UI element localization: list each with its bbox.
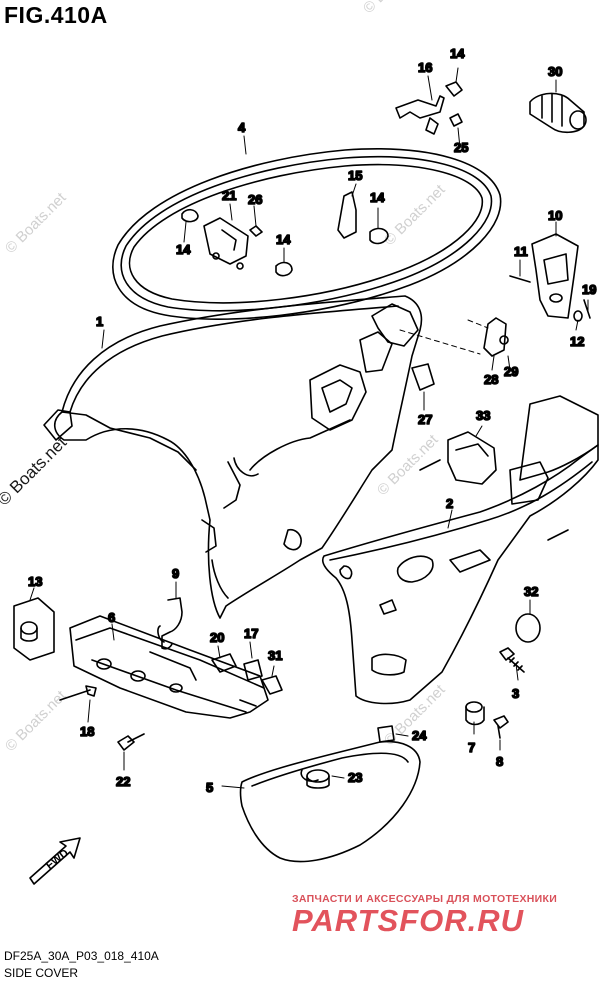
callout-29: 29 bbox=[504, 364, 518, 379]
callout-9: 9 bbox=[172, 566, 179, 581]
clip-part bbox=[411, 363, 435, 391]
bolt-part bbox=[499, 647, 525, 673]
pin-part bbox=[59, 685, 97, 701]
callout-30: 30 bbox=[548, 64, 562, 79]
callout-27: 27 bbox=[418, 412, 432, 427]
callout-32: 32 bbox=[524, 584, 538, 599]
callout-28: 28 bbox=[484, 372, 498, 387]
shop-logo: PARTSFOR.RU bbox=[292, 903, 525, 938]
clip-small-part bbox=[377, 725, 395, 743]
callout-15: 15 bbox=[348, 168, 362, 183]
callout-8: 8 bbox=[496, 754, 503, 769]
callout-25: 25 bbox=[454, 140, 468, 155]
callout-18: 18 bbox=[80, 724, 94, 739]
shop-tagline: ЗАПЧАСТИ И АКСЕССУАРЫ ДЛЯ МОТОТЕХНИКИ bbox=[292, 893, 558, 905]
callout-14: 14 bbox=[370, 190, 385, 205]
side-cover-port-part bbox=[43, 295, 423, 619]
callout-31: 31 bbox=[268, 648, 282, 663]
callout-7: 7 bbox=[468, 740, 475, 755]
grommet-small-part bbox=[465, 701, 485, 726]
latch-housing-part bbox=[531, 233, 579, 319]
side-cover-starboard-part bbox=[321, 395, 599, 705]
plug-part bbox=[515, 613, 541, 643]
bolt-part bbox=[117, 733, 145, 751]
callout-1: 1 bbox=[96, 314, 103, 329]
latch-bracket-part bbox=[483, 317, 509, 357]
callout-14: 14 bbox=[276, 232, 291, 247]
callout-23: 23 bbox=[348, 770, 362, 785]
callout-11: 11 bbox=[514, 244, 528, 259]
bracket-part bbox=[69, 615, 269, 719]
callout-6: 6 bbox=[108, 610, 115, 625]
callout-22: 22 bbox=[116, 774, 130, 789]
callout-17: 17 bbox=[244, 626, 258, 641]
callout-19: 19 bbox=[582, 282, 596, 297]
bracket-small-part bbox=[181, 208, 293, 277]
callout-26: 26 bbox=[248, 192, 262, 207]
plate-part bbox=[13, 597, 55, 661]
callout-14: 14 bbox=[450, 46, 465, 61]
callout-24: 24 bbox=[412, 728, 427, 743]
figure-code: DF25A_30A_P03_018_410A bbox=[4, 949, 159, 963]
seal-ring-part bbox=[112, 148, 502, 320]
callout-labels: 1 2 3 4 5 6 7 8 9 10 11 12 13 14 14 14 1… bbox=[27, 45, 597, 796]
screw-part bbox=[509, 275, 531, 283]
bracket-small-part bbox=[337, 191, 389, 245]
callout-4: 4 bbox=[238, 120, 246, 135]
callout-5: 5 bbox=[206, 780, 213, 795]
grommet-part bbox=[306, 769, 330, 789]
pin-part bbox=[583, 299, 591, 319]
figure-title: FIG.410A bbox=[4, 2, 108, 28]
bolt-part bbox=[493, 715, 509, 739]
hose-fitting-part bbox=[529, 92, 587, 134]
latch-part bbox=[447, 431, 497, 485]
callout-3: 3 bbox=[512, 686, 519, 701]
clip-part bbox=[157, 597, 183, 650]
forward-direction-badge: FWD bbox=[29, 837, 81, 885]
leader-lines bbox=[29, 67, 589, 789]
callout-12: 12 bbox=[570, 334, 584, 349]
figure-name: SIDE COVER bbox=[4, 966, 79, 980]
callout-2: 2 bbox=[446, 496, 453, 511]
bracket-small-part bbox=[395, 81, 463, 135]
callout-16: 16 bbox=[418, 60, 432, 75]
fitting-part bbox=[211, 653, 283, 695]
callout-10: 10 bbox=[548, 208, 562, 223]
callout-21: 21 bbox=[222, 188, 236, 203]
lower-cover-part bbox=[239, 740, 421, 863]
callout-14: 14 bbox=[176, 242, 191, 257]
callout-13: 13 bbox=[28, 574, 42, 589]
callout-20: 20 bbox=[210, 630, 224, 645]
callout-33: 33 bbox=[476, 408, 490, 423]
